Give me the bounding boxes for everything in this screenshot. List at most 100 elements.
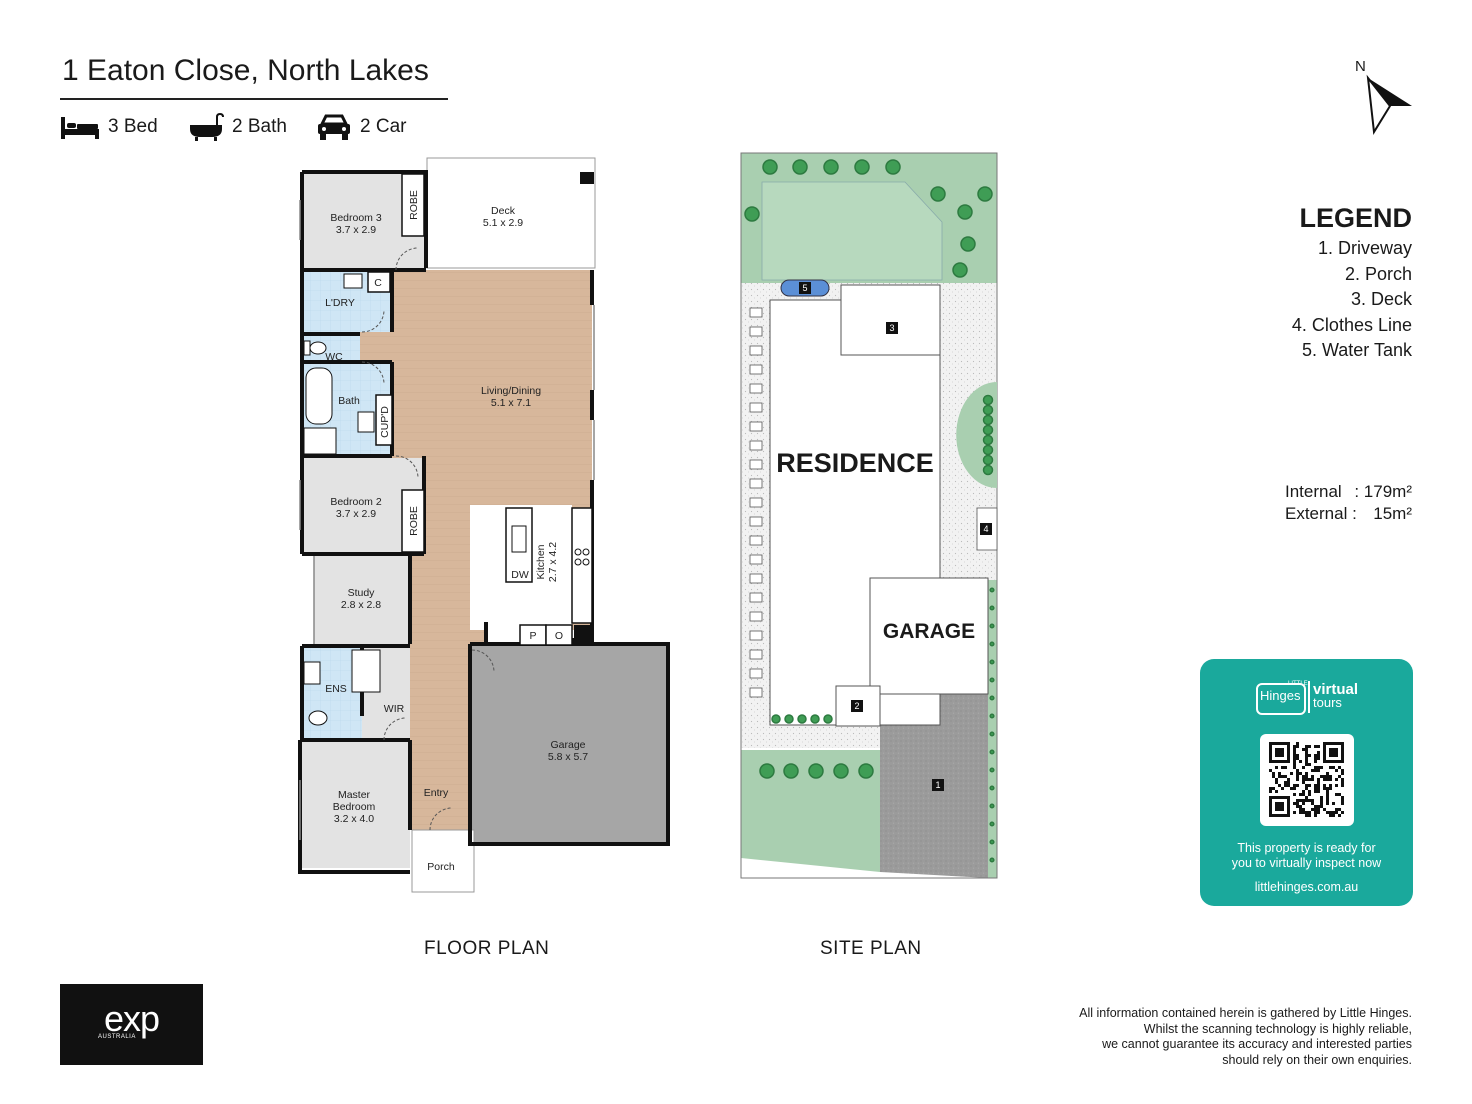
- hedge-dot: [989, 749, 995, 755]
- qr-module: [1308, 763, 1311, 766]
- qr-module: [1323, 778, 1326, 781]
- qr-module: [1305, 775, 1308, 778]
- master-name1: Master: [338, 789, 371, 801]
- qr-module: [1269, 811, 1272, 814]
- qr-module: [1281, 748, 1284, 751]
- qr-module: [1341, 802, 1344, 805]
- tree-icon: [960, 236, 976, 252]
- legend-item: 5. Water Tank: [1301, 340, 1412, 361]
- brand-name: Hinges: [1260, 688, 1301, 703]
- qr-module: [1323, 742, 1326, 745]
- qr-module: [1299, 793, 1302, 796]
- bed-icon: [61, 117, 99, 139]
- qr-module: [1278, 754, 1281, 757]
- qr-module: [1326, 811, 1329, 814]
- qr-module: [1278, 808, 1281, 811]
- qr-module: [1335, 769, 1338, 772]
- shrub-icon: [823, 714, 833, 724]
- qr-module: [1314, 745, 1317, 748]
- qr-module: [1272, 760, 1275, 763]
- robe3-label: ROBE: [408, 190, 420, 220]
- hedge-dot: [989, 803, 995, 809]
- external-area-value: 15m²: [1373, 504, 1412, 523]
- qr-module: [1317, 808, 1320, 811]
- qr-module: [1305, 811, 1308, 814]
- qr-module: [1296, 745, 1299, 748]
- qr-module: [1323, 748, 1326, 751]
- cooktop-icon: [574, 548, 590, 566]
- qr-module: [1302, 808, 1305, 811]
- paver: [749, 554, 763, 565]
- virtual-tour-card[interactable]: LITTLE Hinges virtual tours This propert…: [1200, 659, 1413, 906]
- qr-module: [1293, 787, 1296, 790]
- paver: [749, 573, 763, 584]
- qr-module: [1323, 751, 1326, 754]
- qr-module: [1296, 784, 1299, 787]
- qr-module: [1275, 748, 1278, 751]
- shrub-icon: [982, 404, 994, 416]
- bed-feature: 3 Bed: [60, 112, 158, 142]
- tree-icon: [744, 206, 760, 222]
- paver: [749, 402, 763, 413]
- hedge-dot: [989, 767, 995, 773]
- qr-module: [1269, 742, 1272, 745]
- deck-name: Deck: [491, 205, 516, 217]
- qr-module: [1329, 778, 1332, 781]
- shrub-icon: [982, 444, 994, 456]
- qr-module: [1335, 793, 1338, 796]
- qr-module: [1275, 790, 1278, 793]
- tour-url[interactable]: littlehinges.com.au: [1254, 880, 1359, 894]
- qr-module: [1275, 766, 1278, 769]
- tree-icon: [762, 159, 778, 175]
- qr-module: [1308, 799, 1311, 802]
- qr-module: [1341, 769, 1344, 772]
- qr-module: [1314, 814, 1317, 817]
- qr-module: [1305, 760, 1308, 763]
- qr-module: [1338, 793, 1341, 796]
- qr-frame[interactable]: [1260, 734, 1354, 826]
- hinges-logo-icon: [1256, 683, 1306, 715]
- qr-module: [1275, 760, 1278, 763]
- qr-module: [1305, 754, 1308, 757]
- qr-module: [1308, 793, 1311, 796]
- qr-module: [1308, 814, 1311, 817]
- qr-module: [1332, 802, 1335, 805]
- side-strip: [988, 580, 997, 878]
- qr-module: [1269, 769, 1272, 772]
- qr-module: [1293, 745, 1296, 748]
- tour-message-line2: you to virtually inspect now: [1231, 856, 1382, 870]
- qr-module: [1299, 808, 1302, 811]
- cupboard-bath: [375, 394, 393, 446]
- bed-count: 3 Bed: [108, 116, 158, 137]
- qr-module: [1341, 778, 1344, 781]
- qr-module: [1272, 787, 1275, 790]
- qr-module: [1338, 775, 1341, 778]
- living-name: Living/Dining: [481, 385, 541, 397]
- qr-module: [1341, 760, 1344, 763]
- qr-module: [1269, 754, 1272, 757]
- disclaimer-line: should rely on their own enquiries.: [1222, 1052, 1412, 1067]
- car-icon: [318, 114, 350, 140]
- kitchen-bench: [571, 507, 593, 624]
- entry-label: Entry: [424, 787, 449, 799]
- qr-module: [1341, 799, 1344, 802]
- qr-module: [1311, 778, 1314, 781]
- oven-box: [545, 624, 573, 646]
- qr-module: [1311, 775, 1314, 778]
- qr-module: [1317, 778, 1320, 781]
- kitchen-sink: [511, 525, 527, 553]
- hedge-dot: [989, 605, 995, 611]
- qr-module: [1323, 775, 1326, 778]
- hedge-dot: [989, 623, 995, 629]
- qr-module: [1335, 751, 1338, 754]
- qr-module: [1302, 802, 1305, 805]
- car-feature: 2 Car: [316, 112, 406, 142]
- qr-module: [1314, 805, 1317, 808]
- shrub-icon: [784, 714, 794, 724]
- bedroom2-name: Bedroom 2: [330, 496, 382, 508]
- qr-module: [1302, 748, 1305, 751]
- qr-module: [1338, 808, 1341, 811]
- ensuite-vanity: [303, 661, 321, 685]
- paver: [749, 478, 763, 489]
- qr-module: [1296, 769, 1299, 772]
